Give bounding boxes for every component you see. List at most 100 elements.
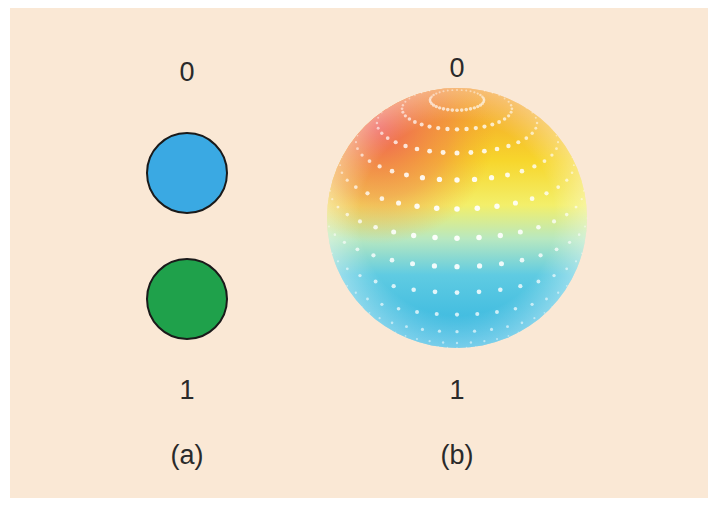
grid-dot [450, 108, 454, 112]
grid-dot [428, 340, 430, 342]
bit-zero-disc [147, 133, 227, 213]
grid-dot [447, 90, 449, 92]
grid-dot [473, 91, 475, 93]
grid-dot [518, 229, 523, 234]
grid-dot [387, 107, 388, 108]
grid-dot [475, 205, 481, 211]
grid-dot [489, 175, 494, 180]
grid-dot [466, 347, 467, 348]
grid-dot [532, 164, 536, 168]
grid-dot [441, 150, 446, 155]
grid-dot [410, 261, 415, 266]
grid-dot [414, 204, 419, 209]
grid-dot [409, 98, 411, 100]
panel-ground [10, 8, 708, 498]
grid-dot [474, 126, 478, 130]
grid-dot [330, 190, 332, 192]
grid-dot [571, 157, 572, 158]
grid-dot [551, 306, 552, 307]
grid-dot [506, 144, 510, 148]
grid-dot [346, 213, 350, 217]
grid-dot [334, 233, 337, 236]
grid-dot [544, 312, 546, 314]
grid-dot [432, 263, 437, 268]
bloch-sphere [327, 88, 588, 349]
grid-dot [339, 164, 341, 166]
grid-dot [331, 198, 333, 200]
grid-dot [555, 247, 559, 251]
grid-dot [473, 329, 476, 332]
grid-dot [429, 90, 430, 91]
grid-dot [368, 159, 372, 163]
grid-dot [524, 136, 528, 140]
grid-dot [507, 114, 510, 117]
grid-dot [380, 303, 383, 306]
state-label: 1 [179, 377, 194, 404]
panel-label: (a) [171, 442, 204, 469]
grid-dot [390, 258, 395, 263]
grid-dot [379, 317, 381, 319]
grid-dot [477, 263, 482, 268]
grid-dot [438, 329, 441, 332]
grid-dot [538, 253, 542, 257]
grid-dot [505, 172, 510, 177]
grid-dot [508, 335, 510, 337]
grid-dot [337, 206, 340, 209]
grid-dot [328, 226, 330, 228]
grid-dot [405, 325, 408, 328]
grid-dot [435, 312, 439, 316]
grid-dot [520, 258, 525, 263]
grid-dot [371, 253, 375, 257]
sphere-shade [327, 88, 587, 348]
grid-dot [456, 342, 458, 344]
grid-dot [544, 191, 548, 195]
grid-dot [583, 190, 585, 192]
grid-dot [520, 169, 525, 174]
grid-dot [434, 205, 440, 211]
grid-dot [391, 322, 394, 325]
grid-dot [413, 120, 417, 124]
grid-dot [442, 90, 444, 92]
grid-dot [578, 233, 581, 236]
grid-dot [476, 235, 481, 240]
grid-dot [565, 213, 569, 217]
grid-dot [504, 98, 506, 100]
grid-dot [436, 126, 440, 130]
grid-dot [536, 122, 538, 124]
grid-dot [581, 198, 583, 200]
panel-label: (b) [441, 442, 474, 469]
grid-dot [381, 112, 383, 114]
grid-dot [479, 94, 481, 96]
grid-dot [386, 136, 390, 140]
grid-dot [483, 340, 485, 342]
grid-dot [455, 330, 458, 333]
state-label: 0 [179, 59, 194, 86]
grid-dot [468, 150, 473, 155]
grid-dot [565, 179, 568, 182]
grid-dot [543, 159, 547, 163]
grid-dot [482, 149, 487, 154]
grid-dot [414, 95, 416, 97]
grid-dot [396, 201, 401, 206]
grid-dot [438, 346, 439, 347]
grid-dot [438, 106, 441, 109]
grid-dot [454, 177, 459, 182]
grid-dot [377, 117, 379, 119]
grid-dot [456, 89, 458, 91]
grid-dot [439, 91, 441, 93]
grid-dot [391, 229, 396, 234]
grid-dot [437, 177, 442, 182]
grid-dot [508, 101, 510, 103]
grid-dot [442, 341, 444, 343]
grid-dot [377, 164, 381, 168]
grid-dot [455, 313, 459, 317]
grid-dot [408, 117, 412, 121]
grid-dot [565, 267, 568, 270]
grid-dot [369, 312, 371, 314]
grid-dot [404, 114, 407, 117]
grid-dot [575, 206, 578, 209]
grid-dot [511, 107, 514, 110]
grid-dot [535, 117, 537, 119]
